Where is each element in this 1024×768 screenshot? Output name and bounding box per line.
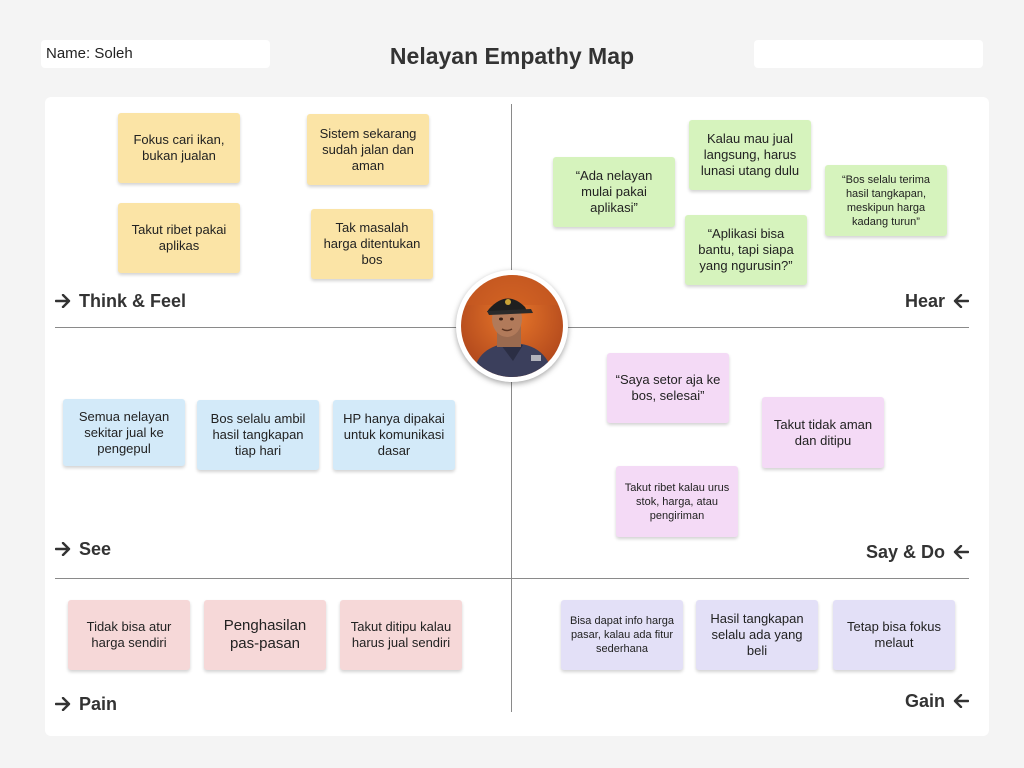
arrow-right-icon [55,697,71,711]
horizontal-divider-bottom [55,578,969,579]
sticky-note[interactable]: “Aplikasi bisa bantu, tapi siapa yang ng… [685,215,807,285]
sticky-note[interactable]: Tak masalah harga ditentukan bos [311,209,433,279]
sticky-note[interactable]: Penghasilan pas-pasan [204,600,326,670]
sticky-note[interactable]: Hasil tangkapan selalu ada yang beli [696,600,818,670]
sticky-note[interactable]: “Bos selalu terima hasil tangkapan, mesk… [825,165,947,236]
sticky-note[interactable]: Bos selalu ambil hasil tangkapan tiap ha… [197,400,319,470]
vertical-divider [511,104,512,712]
sticky-note[interactable]: Takut ditipu kalau harus jual sendiri [340,600,462,670]
sticky-note[interactable]: Tidak bisa atur harga sendiri [68,600,190,670]
quadrant-title: Pain [79,694,118,714]
quadrant-title: Hear [904,291,945,311]
sticky-note[interactable]: Fokus cari ikan, bukan jualan [118,113,240,183]
sticky-note[interactable]: Takut ribet pakai aplikas [118,203,240,273]
sticky-note[interactable]: Takut ribet kalau urus stok, harga, atau… [616,466,738,537]
arrow-left-icon [953,294,969,308]
page-title: Nelayan Empathy Map [389,43,635,69]
name-field[interactable]: Name: Soleh [41,40,270,68]
quadrant-title: Think & Feel [79,291,187,311]
quadrant-label-hear: Hear [905,290,969,312]
sticky-note[interactable]: “Saya setor aja ke bos, selesai” [607,353,729,423]
avatar [456,270,568,382]
quadrant-title: Gain [904,691,945,711]
quadrant-label-gain: Gain [905,690,969,712]
blank-field[interactable] [754,40,983,68]
sticky-note[interactable]: Sistem sekarang sudah jalan dan aman [307,114,429,185]
sticky-note[interactable]: Bisa dapat info harga pasar, kalau ada f… [561,600,683,670]
quadrant-label-say-do: Say & Do [866,541,969,563]
arrow-right-icon [55,542,71,556]
sticky-note[interactable]: Tetap bisa fokus melaut [833,600,955,670]
horizontal-divider-top-right [568,327,969,328]
quadrant-title: Say & Do [865,542,945,562]
arrow-left-icon [953,694,969,708]
sticky-note[interactable]: Semua nelayan sekitar jual ke pengepul [63,399,185,466]
sticky-note[interactable]: Kalau mau jual langsung, harus lunasi ut… [689,120,811,190]
sticky-note[interactable]: “Ada nelayan mulai pakai aplikasi” [553,157,675,227]
arrow-left-icon [953,545,969,559]
quadrant-label-see: See [55,538,111,560]
horizontal-divider-top-left [55,327,457,328]
sticky-note[interactable]: Takut tidak aman dan ditipu [762,397,884,468]
quadrant-label-think-feel: Think & Feel [55,290,186,312]
arrow-right-icon [55,294,71,308]
quadrant-label-pain: Pain [55,693,117,715]
fisherman-portrait-icon [461,275,563,377]
quadrant-title: See [79,539,112,559]
sticky-note[interactable]: HP hanya dipakai untuk komunikasi dasar [333,400,455,470]
